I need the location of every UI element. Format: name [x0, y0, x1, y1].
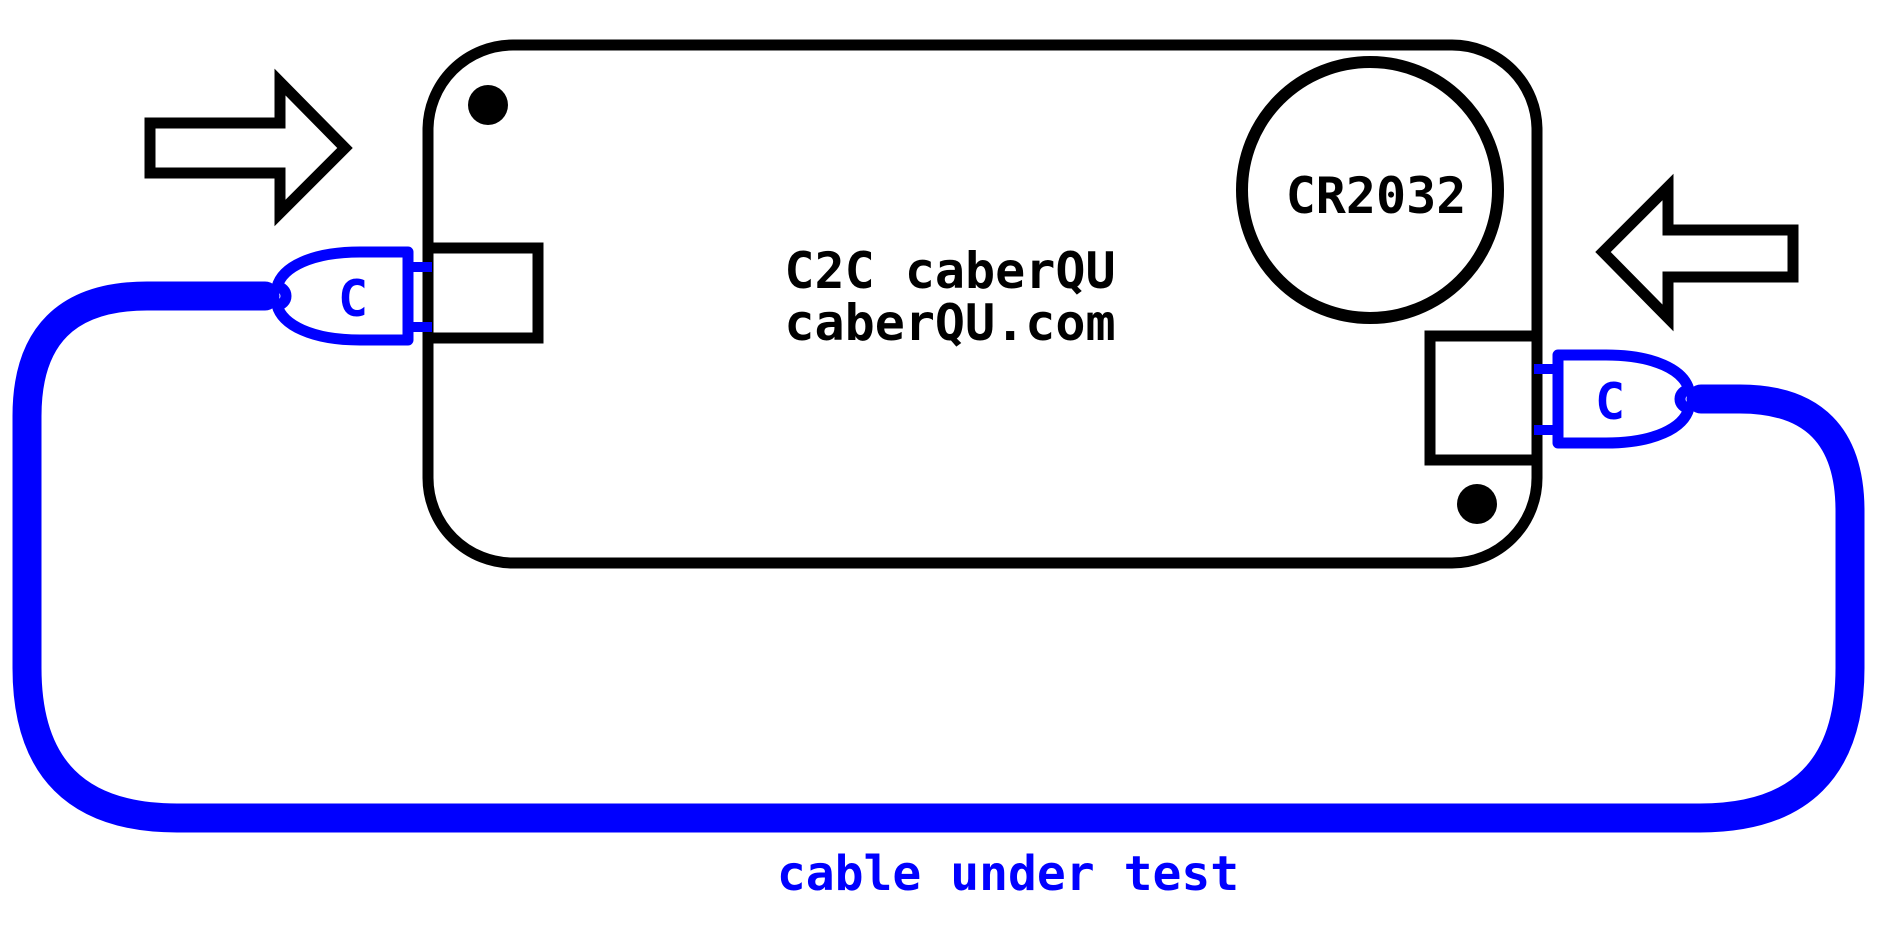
plug-tab-right-top: [1534, 364, 1560, 374]
screw-hole-bottom-right: [1457, 484, 1497, 524]
usb-port-right: [1424, 330, 1543, 466]
battery-circle: [1236, 56, 1504, 324]
usb-plug-right: [1552, 349, 1695, 449]
usb-port-left: [422, 242, 544, 344]
plug-tab-left-top: [408, 262, 432, 272]
plug-label-right: C: [1595, 373, 1625, 431]
usb-plug-left: [271, 246, 414, 346]
battery-label: CR2032: [1286, 167, 1467, 225]
plug-tab-left-bottom: [408, 322, 432, 332]
board-url: caberQU.com: [784, 294, 1115, 352]
plug-label-left: C: [338, 270, 368, 328]
cable-under-test: [12, 281, 1865, 833]
plug-tab-right-bottom: [1534, 425, 1560, 435]
insertion-arrow-left-icon: [1595, 173, 1799, 332]
screw-hole-top-left: [468, 85, 508, 125]
cable-caption: cable under test: [777, 846, 1239, 902]
insertion-arrow-right-icon: [144, 68, 353, 227]
board-name: C2C caberQU: [784, 242, 1115, 300]
